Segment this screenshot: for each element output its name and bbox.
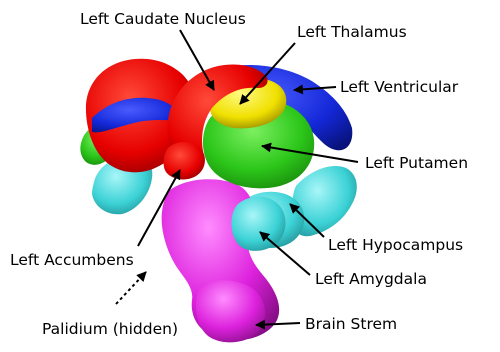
label-left-ventricular: Left Ventricular [340, 78, 459, 96]
accumbens-shape [164, 142, 205, 179]
label-left-putamen: Left Putamen [365, 154, 468, 172]
label-left-thalamus: Left Thalamus [297, 23, 407, 41]
label-brain-strem: Brain Strem [305, 315, 397, 333]
label-left-accumbens: Left Accumbens [10, 251, 134, 269]
label-left-hypocampus: Left Hypocampus [328, 236, 463, 254]
label-left-caudate-nucleus: Left Caudate Nucleus [80, 10, 246, 28]
arrow-palidium [116, 272, 146, 304]
label-left-amygdala: Left Amygdala [315, 270, 427, 288]
label-palidium-hidden: Palidium (hidden) [42, 320, 178, 338]
